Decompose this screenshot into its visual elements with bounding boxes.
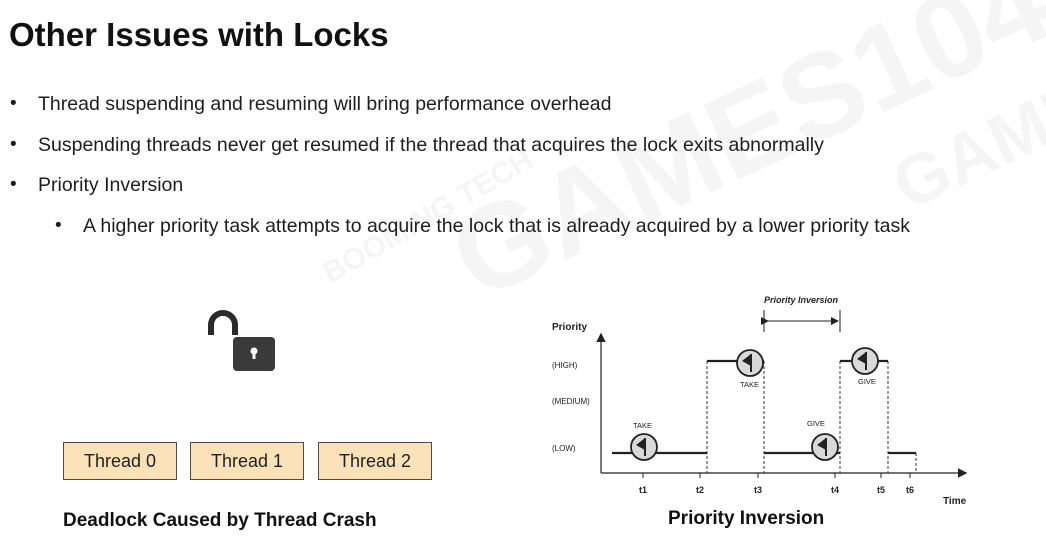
x-axis-label: Time xyxy=(943,496,967,507)
tick-label: t3 xyxy=(754,485,762,495)
tick-label: t5 xyxy=(877,485,885,495)
watermark-games104-2: GAMES104 xyxy=(881,0,1046,225)
tick-label: t6 xyxy=(906,485,914,495)
bullet-item: • Suspending threads never get resumed i… xyxy=(10,134,824,157)
sub-bullet-item: • A higher priority task attempts to acq… xyxy=(55,215,910,238)
bullet-text: Priority Inversion xyxy=(38,174,184,196)
thread-box-2: Thread 2 xyxy=(318,442,432,480)
open-lock-icon xyxy=(208,310,275,371)
tick-label: t2 xyxy=(696,485,704,495)
bullet-dot: • xyxy=(10,174,17,195)
event-label: TAKE xyxy=(740,380,759,389)
x-ticks xyxy=(642,473,911,478)
watermark-games104: GAMES104 xyxy=(431,0,1046,327)
sub-bullet-text: A higher priority task attempts to acqui… xyxy=(83,215,910,237)
tick-label: t1 xyxy=(639,485,647,495)
tick-label: t4 xyxy=(831,485,839,495)
level-medium: (MEDIUM) xyxy=(552,397,590,406)
priority-inversion-diagram: Priority Inversion Priority Time (HIGH) … xyxy=(552,295,968,507)
thread-box-0: Thread 0 xyxy=(63,442,177,480)
priority-inversion-caption: Priority Inversion xyxy=(668,508,825,529)
bullet-dot: • xyxy=(10,93,17,114)
bullet-item: • Thread suspending and resuming will br… xyxy=(10,93,612,116)
slide-title: Other Issues with Locks xyxy=(9,16,389,53)
span-label: Priority Inversion xyxy=(764,295,839,305)
bullet-dot: • xyxy=(10,134,17,155)
level-high: (HIGH) xyxy=(552,361,578,370)
deadlock-caption: Deadlock Caused by Thread Crash xyxy=(63,510,377,531)
lock-event-icon xyxy=(736,349,764,377)
thread-box-1: Thread 1 xyxy=(190,442,304,480)
bullet-dot: • xyxy=(55,215,62,236)
lock-event-icon xyxy=(811,433,839,461)
bullet-item: • Priority Inversion xyxy=(10,174,184,197)
lock-event-icon xyxy=(630,433,658,461)
y-axis-label: Priority xyxy=(552,322,587,333)
event-label: GIVE xyxy=(807,419,825,428)
level-low: (LOW) xyxy=(552,444,576,453)
bullet-text: Suspending threads never get resumed if … xyxy=(38,134,824,156)
lock-event-icon xyxy=(851,347,879,375)
event-label: TAKE xyxy=(633,421,652,430)
event-label: GIVE xyxy=(858,377,876,386)
transition-lines xyxy=(706,361,917,473)
bullet-text: Thread suspending and resuming will brin… xyxy=(38,93,612,115)
